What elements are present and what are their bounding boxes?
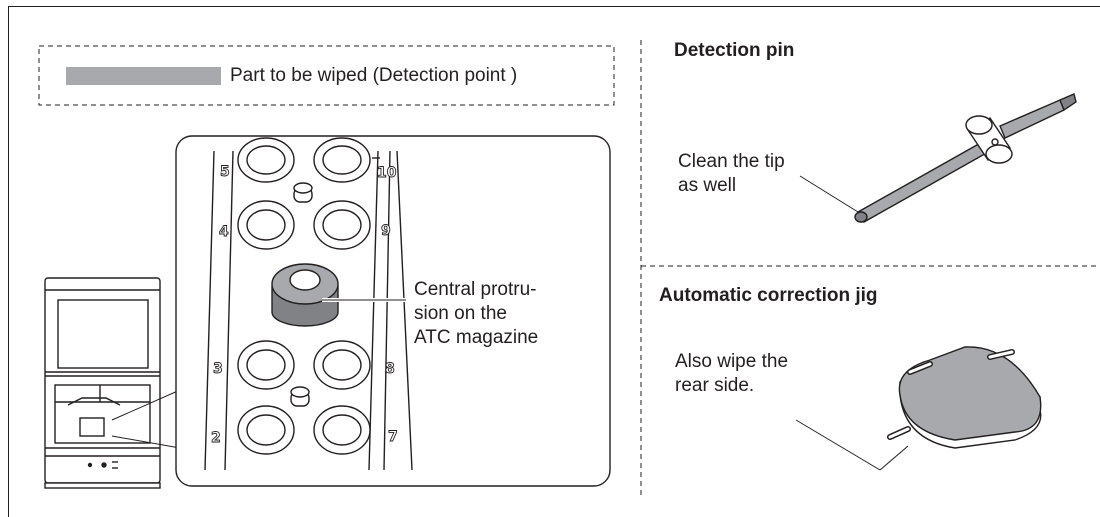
detection-pin-illustration (854, 93, 1077, 223)
slot-number-2: 2 (211, 430, 221, 446)
slot-number-3: 3 (213, 361, 223, 377)
leader-pin-tip (799, 175, 859, 213)
correction-jig-heading: Automatic correction jig (659, 285, 878, 306)
detection-pin-note: Clean the tip as well (678, 151, 785, 196)
slot-number-5: 5 (220, 164, 230, 180)
protrusion-callout: Central protru- sion on the ATC magazine (414, 279, 539, 348)
slot-number-7: 7 (388, 429, 398, 445)
slot-number-10: 10 (377, 165, 397, 181)
leader-jig-rear (795, 419, 881, 471)
legend-swatch (66, 67, 221, 85)
slot-number-4: 4 (219, 224, 229, 240)
slot-number-8: 8 (385, 361, 395, 377)
correction-jig-note: Also wipe the rear side. (675, 351, 789, 396)
correction-jig-illustration (887, 346, 1042, 449)
slot-number-9: 9 (381, 223, 391, 239)
central-protrusion (271, 263, 339, 327)
machine-illustration (44, 277, 161, 489)
leader-jig-rear-2 (879, 445, 909, 471)
legend-box (38, 45, 615, 106)
detection-pin-heading: Detection pin (674, 40, 795, 61)
leader-machine-to-panel (111, 389, 181, 421)
leader-machine-to-panel-2 (111, 435, 181, 449)
figure-frame (8, 6, 1100, 517)
magazine-rails (204, 150, 413, 471)
legend-label: Part to be wiped (Detection point ) (230, 65, 518, 86)
tool-holders (237, 137, 371, 455)
